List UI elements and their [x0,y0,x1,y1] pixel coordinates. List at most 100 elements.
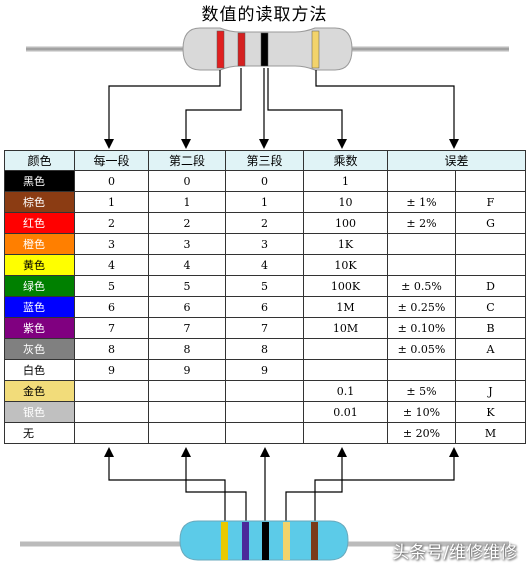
band-2-value: 3 [148,233,226,255]
header-band-3: 第三段 [225,150,304,171]
top-resistor [26,27,509,71]
tolerance-code: B [455,317,526,339]
top-arrow-2 [181,68,242,149]
band-3-value: 9 [225,359,304,381]
band-1-value: 6 [74,296,149,318]
band-3-value: 4 [225,254,304,276]
band-1-value: 1 [74,191,149,213]
band-1-value: 4 [74,254,149,276]
color-name-cell: 蓝色 [4,296,75,318]
tolerance-value: ± 0.5% [387,275,456,297]
header-tolerance: 误差 [387,150,526,171]
tolerance-value: ± 0.05% [387,338,456,360]
color-name-cell: 绿色 [4,275,75,297]
tolerance-code: J [455,380,526,402]
band-1-value: 7 [74,317,149,339]
page-title: 数值的读取方法 [201,5,328,25]
bottom-arrow-2 [181,447,247,522]
band-1-value [74,422,149,444]
top-arrows [104,68,459,149]
bottom-resistor [20,520,509,561]
color-name-cell: 紫色 [4,317,75,339]
band-3-value: 6 [225,296,304,318]
bottom-arrows [104,447,459,522]
band-1-value: 8 [74,338,149,360]
band-2-value [148,401,226,423]
table-header-row: 颜色 每一段 第二段 第三段 乘数 误差 [4,150,526,171]
tolerance-code: C [455,296,526,318]
multiplier-value: 10 [303,191,388,213]
tolerance-code: G [455,212,526,234]
multiplier-value: 1 [303,170,388,192]
band-1-value: 5 [74,275,149,297]
multiplier-value: 10K [303,254,388,276]
color-name-cell: 黑色 [4,170,75,192]
header-band-2: 第二段 [148,150,226,171]
bottom-band-2 [242,522,249,560]
multiplier-value: 100 [303,212,388,234]
tolerance-value: ± 0.10% [387,317,456,339]
multiplier-value: 0.01 [303,401,388,423]
tolerance-code [455,359,526,381]
header-color: 颜色 [4,150,75,171]
top-band-3 [260,32,269,67]
color-name-cell: 银色 [4,401,75,423]
band-3-value: 1 [225,191,304,213]
band-1-value [74,380,149,402]
tolerance-code: F [455,191,526,213]
multiplier-value: 10M [303,317,388,339]
band-1-value: 2 [74,212,149,234]
tolerance-value: ± 0.25% [387,296,456,318]
band-3-value: 7 [225,317,304,339]
band-3-value: 0 [225,170,304,192]
tolerance-code [455,233,526,255]
band-2-value: 6 [148,296,226,318]
multiplier-value [303,338,388,360]
multiplier-value: 0.1 [303,380,388,402]
band-3-value: 5 [225,275,304,297]
band-1-value: 9 [74,359,149,381]
multiplier-value: 100K [303,275,388,297]
table-row: 无 ± 20%M [4,422,526,444]
watermark: 头条号/维修维修 [392,543,517,563]
multiplier-value [303,359,388,381]
color-name-cell: 无 [4,422,75,444]
band-2-value: 0 [148,170,226,192]
band-2-value: 9 [148,359,226,381]
top-arrow-5 [315,70,459,149]
tolerance-value: ± 10% [387,401,456,423]
band-3-value: 8 [225,338,304,360]
tolerance-code: M [455,422,526,444]
band-2-value: 2 [148,212,226,234]
band-2-value [148,380,226,402]
tolerance-value: ± 5% [387,380,456,402]
multiplier-value: 1K [303,233,388,255]
band-2-value: 5 [148,275,226,297]
top-band-4 [311,30,320,69]
header-multiplier: 乘数 [303,150,388,171]
band-3-value [225,380,304,402]
band-1-value [74,401,149,423]
band-1-value: 3 [74,233,149,255]
top-arrow-1 [104,70,221,149]
bottom-band-3 [262,522,269,560]
tolerance-value: ± 1% [387,191,456,213]
bottom-band-4 [283,522,290,560]
bottom-arrow-4 [285,447,347,522]
tolerance-value: ± 20% [387,422,456,444]
band-2-value [148,422,226,444]
band-3-value [225,401,304,423]
tolerance-code [455,254,526,276]
tolerance-code: D [455,275,526,297]
band-2-value: 8 [148,338,226,360]
bottom-band-5 [311,522,318,560]
band-3-value: 2 [225,212,304,234]
